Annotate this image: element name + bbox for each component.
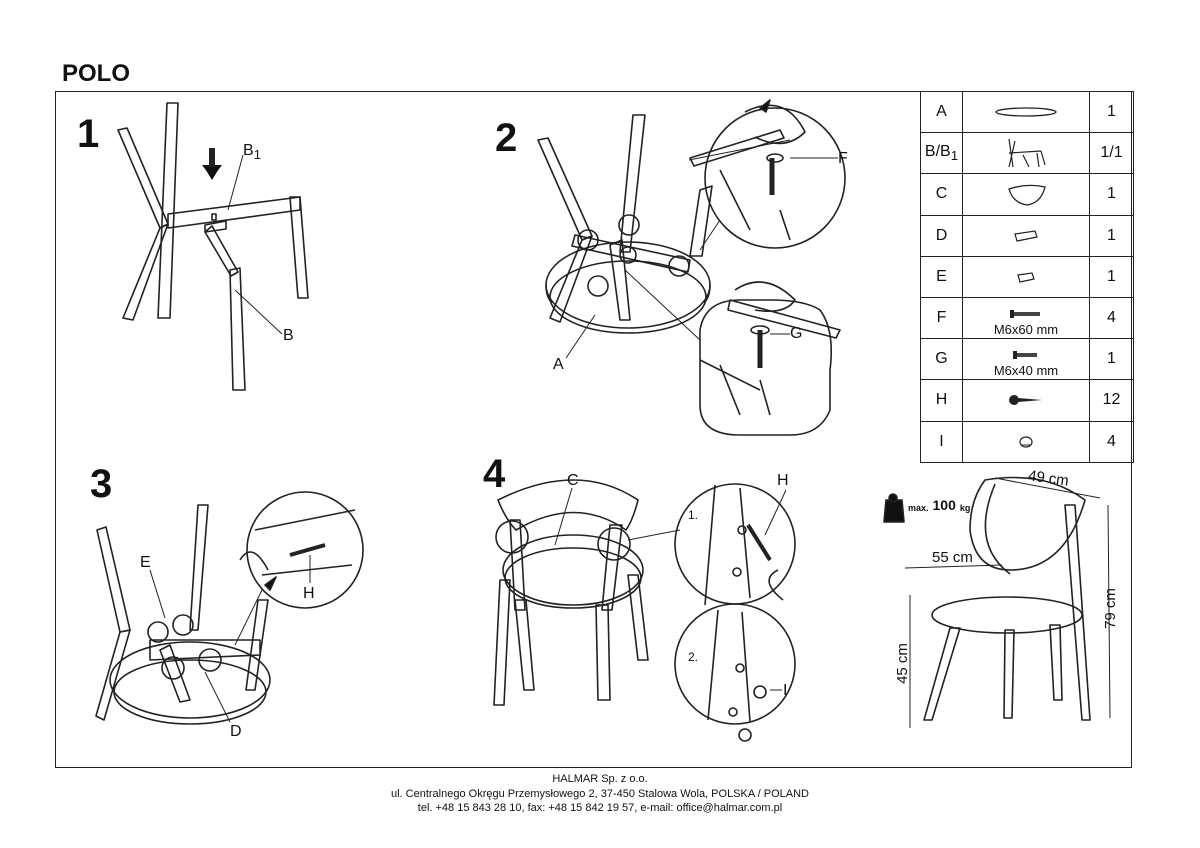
part-id: H — [920, 379, 963, 422]
parts-row-c: C 1 — [920, 173, 1134, 216]
short-bolt-icon — [1013, 351, 1037, 360]
part-id: B/B1 — [920, 132, 963, 175]
substep-1: 1. — [688, 508, 699, 522]
part-qty: 4 — [1089, 296, 1134, 340]
label-f: F — [838, 150, 848, 167]
step-number-4: 4 — [483, 452, 506, 496]
parts-row-e: E 1 — [920, 255, 1134, 298]
part-qty: 1/1 — [1089, 132, 1134, 175]
leg-frame-icon — [1008, 139, 1046, 168]
part-qty: 1 — [1089, 173, 1134, 216]
label-b1: B1 — [243, 142, 262, 163]
parts-row-i: I 4 — [920, 420, 1134, 463]
long-bolt-icon — [1010, 310, 1040, 319]
parts-row-b: B/B1 1/1 — [920, 132, 1134, 175]
part-qty: 4 — [1089, 420, 1134, 463]
max-load-prefix: max. — [908, 503, 929, 513]
label-e: E — [140, 554, 151, 571]
parts-row-d: D 1 — [920, 214, 1134, 257]
step3-underside-drawing — [95, 491, 364, 725]
label-b: B — [283, 327, 294, 344]
footer: HALMAR Sp. z o.o. ul. Centralnego Okręgu… — [0, 772, 1200, 816]
part-qty: 12 — [1089, 379, 1134, 422]
part-spec: M6x40 mm — [993, 363, 1059, 379]
bracket-d-icon — [1014, 229, 1038, 242]
label-i: I — [783, 682, 788, 699]
bracket-e-icon — [1017, 272, 1035, 283]
footer-contact: tel. +48 15 843 28 10, fax: +48 15 842 1… — [417, 802, 783, 814]
dim-seat-height: 45 cm — [893, 643, 911, 684]
cap-icon — [1019, 435, 1033, 448]
part-qty: 1 — [1089, 214, 1134, 257]
part-qty: 1 — [1089, 338, 1134, 381]
part-qty: 1 — [1089, 90, 1134, 134]
step4-backrest-drawing — [493, 479, 796, 742]
part-id: F — [920, 296, 963, 340]
step1-leg-frame-drawing — [117, 102, 309, 391]
dim-depth: 55 cm — [932, 549, 973, 566]
backrest-part-icon — [1008, 185, 1046, 207]
part-id: E — [920, 255, 963, 298]
parts-row-h: H 12 — [920, 379, 1134, 422]
substep-2: 2. — [688, 650, 699, 664]
document-title: POLO — [62, 60, 131, 87]
label-g: G — [790, 325, 803, 342]
part-id: C — [920, 173, 963, 216]
step-number-3: 3 — [90, 462, 113, 506]
footer-company: HALMAR Sp. z o.o. — [552, 773, 648, 785]
dim-height: 79 cm — [1101, 588, 1119, 629]
seat-part-icon — [995, 107, 1057, 117]
parts-row-g: G M6x40 mm 1 — [920, 338, 1134, 381]
part-spec: M6x60 mm — [993, 322, 1059, 338]
part-id: D — [920, 214, 963, 257]
max-load-unit: kg — [959, 503, 971, 513]
label-h-step4: H — [777, 472, 789, 489]
footer-address: ul. Centralnego Okręgu Przemysłowego 2, … — [390, 787, 809, 800]
parts-table: A 1 B/B1 1/1 C 1 D 1 E 1 F M6x60 mm 4 G … — [920, 90, 1134, 463]
label-h-step3: H — [303, 585, 315, 602]
wood-screw-icon — [1009, 395, 1042, 406]
parts-row-f: F M6x60 mm 4 — [920, 296, 1134, 340]
part-id: A — [920, 90, 963, 134]
step2-seat-assembly-drawing — [537, 99, 846, 436]
parts-row-a: A 1 — [920, 90, 1134, 134]
part-id: G — [920, 338, 963, 381]
label-a: A — [553, 356, 564, 373]
label-d: D — [230, 723, 242, 740]
label-c: C — [567, 472, 579, 489]
chair-dimension-drawing — [883, 476, 1111, 728]
max-load-value: 100 — [932, 497, 956, 513]
step-number-1: 1 — [77, 112, 100, 156]
step-number-2: 2 — [495, 116, 518, 160]
part-id: I — [920, 420, 963, 463]
part-qty: 1 — [1089, 255, 1134, 298]
